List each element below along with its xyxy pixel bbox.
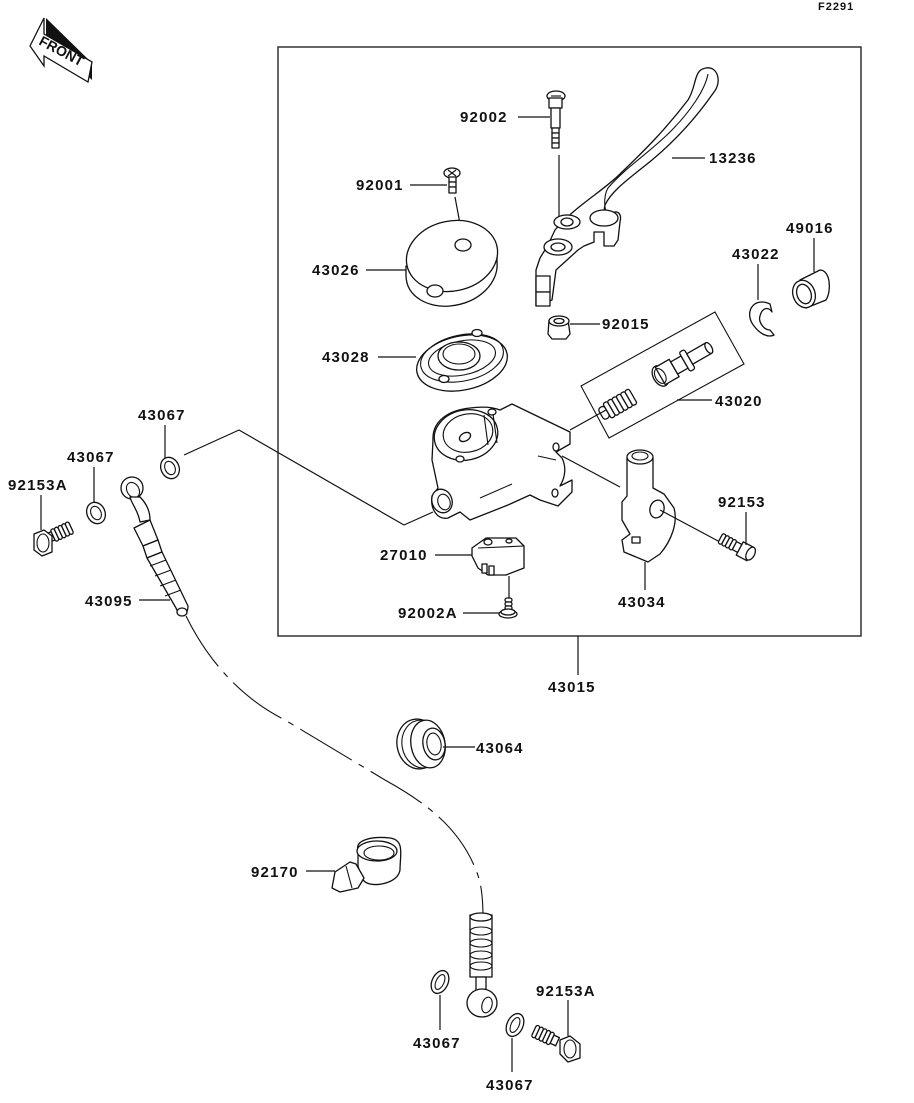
grommet-43064[interactable] xyxy=(393,716,449,773)
holder-clamp-43034[interactable] xyxy=(621,449,676,563)
part-label-43022[interactable]: 43022 xyxy=(732,246,780,263)
clutch-lever-13236[interactable] xyxy=(535,67,719,307)
pivot-bolt-92002[interactable] xyxy=(546,90,566,149)
nut-92015[interactable] xyxy=(547,315,571,340)
part-label-43028[interactable]: 43028 xyxy=(322,349,370,366)
banjo-bolt-92153A-bottom[interactable] xyxy=(531,1024,581,1063)
front-arrow-icon: FRONT xyxy=(29,17,93,84)
assembly-line-clamp xyxy=(561,455,621,488)
part-label-43067-left[interactable]: 43067 xyxy=(67,449,115,466)
part-label-92153A-top[interactable]: 92153A xyxy=(8,477,68,494)
washer-43067-upper[interactable] xyxy=(157,454,183,482)
part-label-43064[interactable]: 43064 xyxy=(476,740,524,757)
part-label-13236[interactable]: 13236 xyxy=(709,150,757,167)
piston-kit-43020[interactable] xyxy=(580,311,745,439)
part-label-92002A[interactable]: 92002A xyxy=(398,605,458,622)
part-label-92153[interactable]: 92153 xyxy=(718,494,766,511)
part-label-43015[interactable]: 43015 xyxy=(548,679,596,696)
assembly-line-43020 xyxy=(569,409,607,431)
part-label-92001[interactable]: 92001 xyxy=(356,177,404,194)
washer-43067-lower-right[interactable] xyxy=(503,1011,528,1040)
hose-line xyxy=(185,615,484,919)
assembly-frame xyxy=(277,46,862,637)
master-cylinder-body[interactable] xyxy=(428,403,573,521)
diaphragm-43028[interactable] xyxy=(411,327,512,399)
part-label-92002[interactable]: 92002 xyxy=(460,109,508,126)
dust-boot-49016[interactable] xyxy=(789,269,831,311)
hose-end-lower[interactable] xyxy=(466,912,498,1018)
washer-43067-lower-left[interactable] xyxy=(428,968,453,997)
hose-clamp-92170[interactable] xyxy=(331,836,402,893)
clutch-switch-27010[interactable] xyxy=(471,537,525,576)
part-label-43034[interactable]: 43034 xyxy=(618,594,666,611)
part-label-92015[interactable]: 92015 xyxy=(602,316,650,333)
part-label-92153A-bottom[interactable]: 92153A xyxy=(536,983,596,1000)
part-label-49016[interactable]: 49016 xyxy=(786,220,834,237)
switch-screw-92002A[interactable] xyxy=(498,597,518,619)
assembly-line-hose xyxy=(183,429,434,526)
circlip-43022[interactable] xyxy=(749,301,775,337)
part-label-43095[interactable]: 43095 xyxy=(85,593,133,610)
reservoir-cap-43026[interactable] xyxy=(400,212,505,307)
assembly-line-92153 xyxy=(659,509,721,543)
banjo-bolt-92153A-top[interactable] xyxy=(33,521,74,557)
part-label-43020[interactable]: 43020 xyxy=(715,393,763,410)
part-label-43067-upper[interactable]: 43067 xyxy=(138,407,186,424)
part-label-92170[interactable]: 92170 xyxy=(251,864,299,881)
clamp-bolt-92153[interactable] xyxy=(717,531,758,562)
part-label-27010[interactable]: 27010 xyxy=(380,547,428,564)
reference-code: F2291 xyxy=(818,1,854,13)
part-label-43067-lower-left[interactable]: 43067 xyxy=(413,1035,461,1052)
clutch-hose-43095[interactable] xyxy=(120,476,189,617)
washer-43067-left[interactable] xyxy=(83,499,109,527)
part-label-43026[interactable]: 43026 xyxy=(312,262,360,279)
part-label-43067-lower-right[interactable]: 43067 xyxy=(486,1077,534,1094)
cap-screw-92001[interactable] xyxy=(443,167,461,194)
